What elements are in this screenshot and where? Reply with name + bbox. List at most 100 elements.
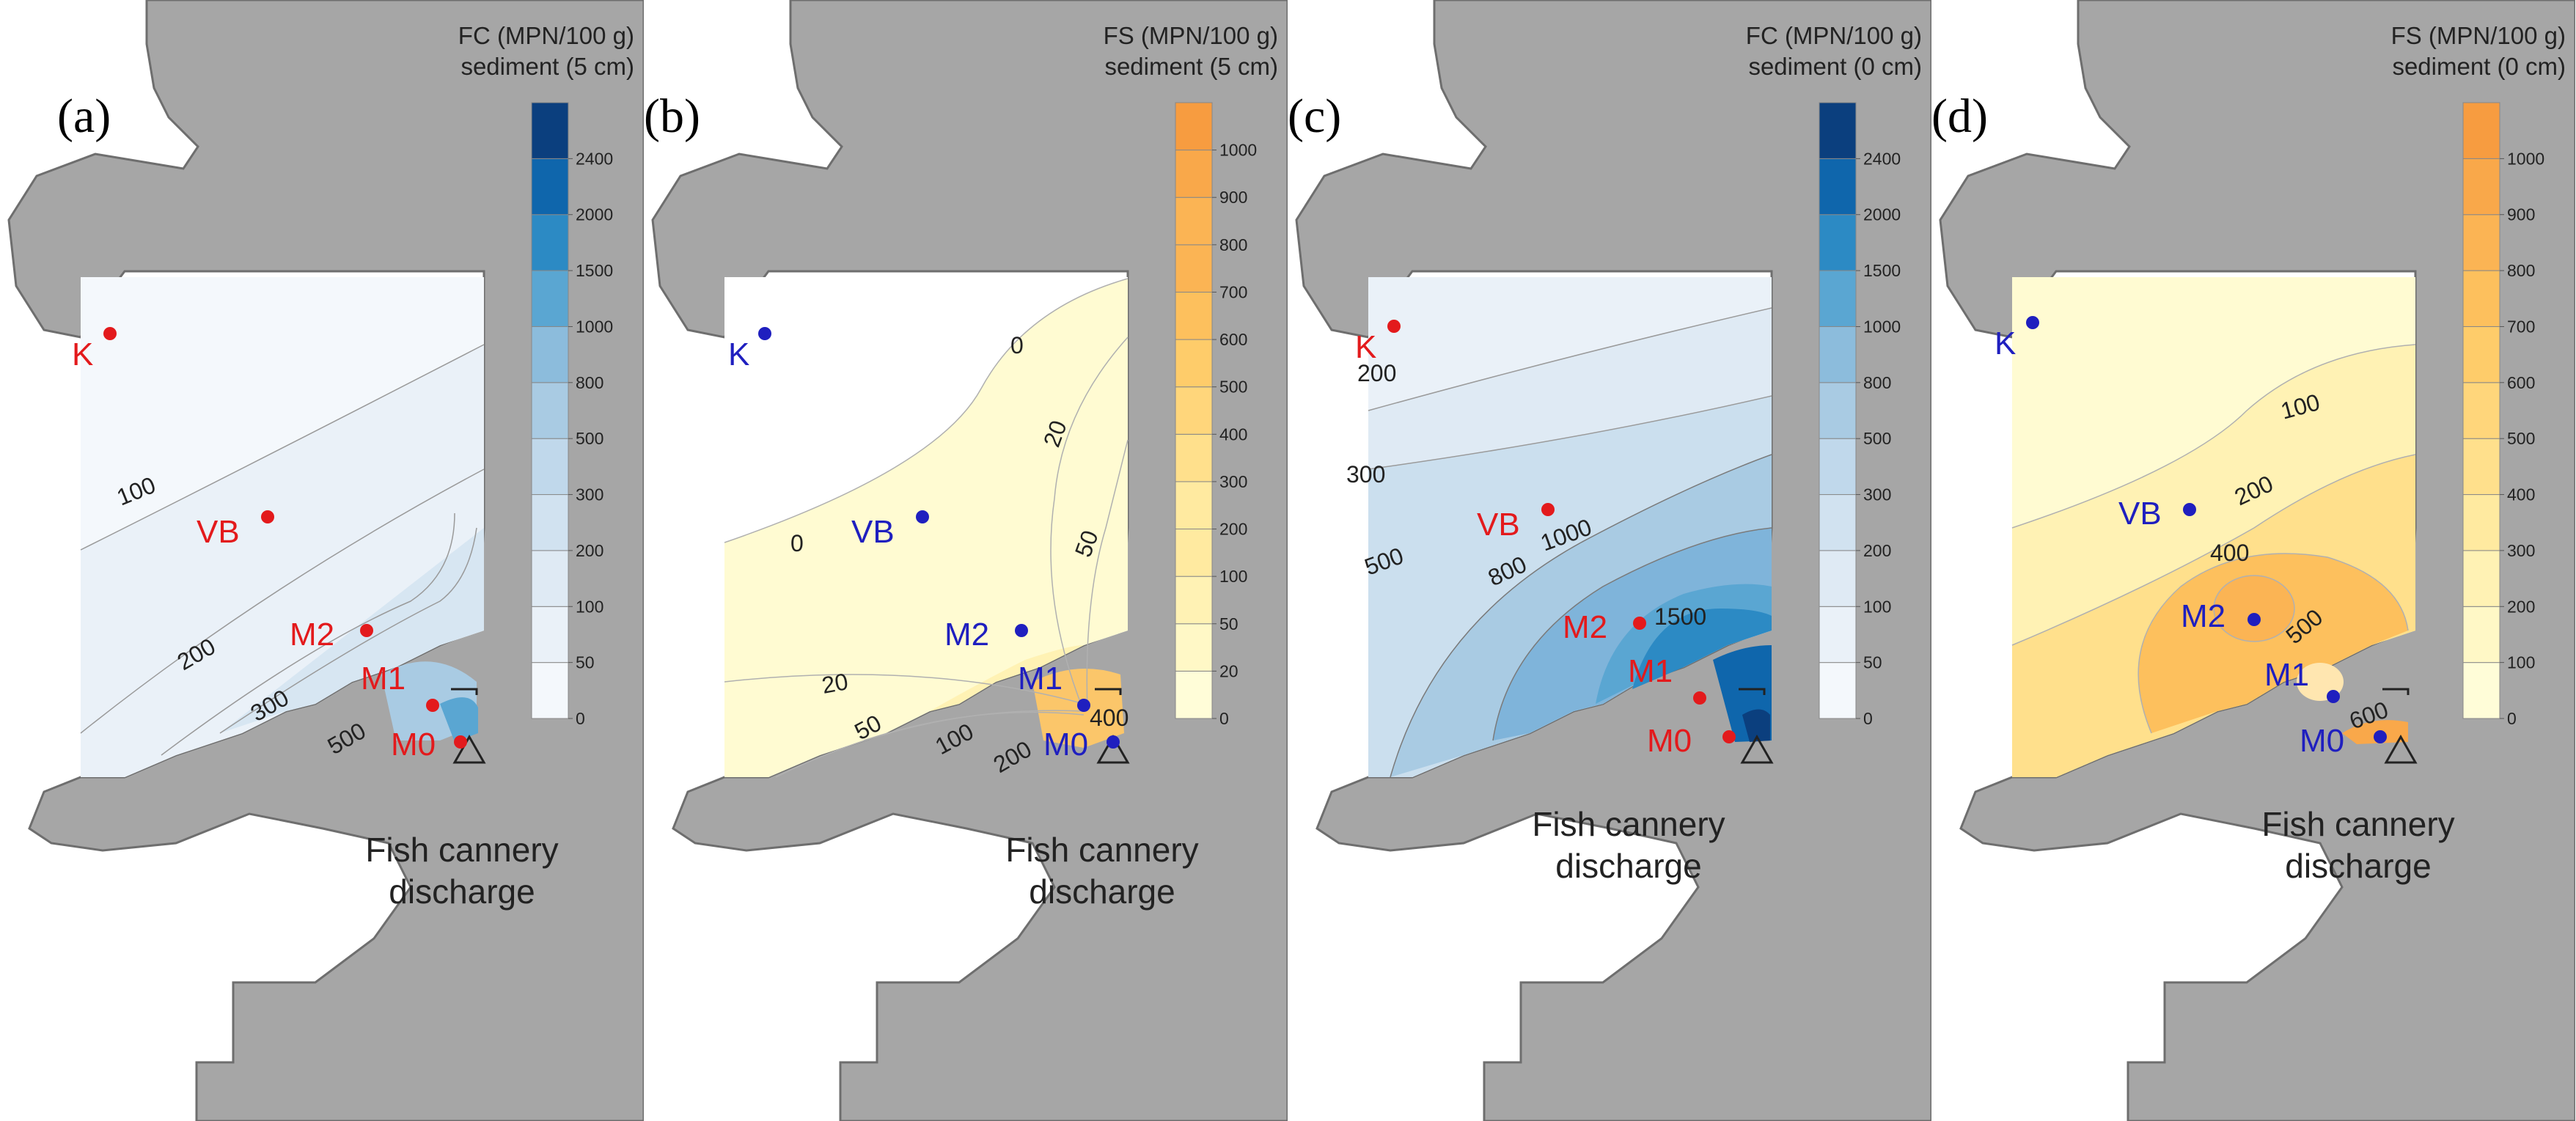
colorbar-band (2462, 438, 2500, 496)
colorbar-tick-label: 300 (2507, 541, 2535, 560)
contour-label: 0 (790, 530, 804, 556)
colorbar-tick-label: 1000 (1219, 141, 1257, 160)
contour-zone-2400 (1742, 709, 1770, 742)
contour-line (1086, 439, 1129, 712)
colorbar-tick-label: 800 (2507, 261, 2535, 280)
station-label-m1: M1 (361, 661, 406, 697)
colorbar-band (2462, 494, 2500, 551)
colorbar-band (1175, 196, 1213, 246)
legend-title-line2: sediment (0 cm) (1748, 53, 1922, 80)
station-marker-m2 (1633, 617, 1646, 630)
contour-line (1368, 307, 1772, 411)
station-label-m0: M0 (1647, 723, 1692, 759)
contour-label: 300 (1346, 461, 1385, 488)
colorbar-tick-label: 100 (1219, 567, 1247, 586)
colorbar-band (531, 382, 569, 439)
contour-zone-600 (2342, 720, 2408, 744)
station-marker-m0 (1722, 730, 1736, 743)
legend-title-line2: sediment (0 cm) (2392, 53, 2566, 80)
station-marker-k (758, 327, 771, 340)
legend-title-line1: FC (MPN/100 g) (1746, 22, 1922, 49)
contour-line (2138, 553, 2409, 734)
colorbar-tick-label: 100 (1863, 597, 1891, 616)
contour-line (80, 468, 485, 734)
colorbar-band (1175, 481, 1213, 530)
colorbar-tick-label: 2000 (576, 205, 613, 224)
contour-label: 20 (820, 668, 850, 699)
station-marker-m0 (1107, 735, 1120, 749)
contour-zone-hot (440, 697, 478, 742)
colorbar-band (531, 214, 569, 271)
colorbar-band (1819, 550, 1857, 607)
outfall-pipe (451, 688, 478, 695)
contour-label: 400 (1090, 705, 1129, 731)
colorbar-band (2462, 158, 2500, 216)
colorbar-band (2462, 326, 2500, 383)
colorbar-band (1819, 158, 1857, 216)
colorbar-band (531, 158, 569, 216)
panel-label: (c) (1288, 89, 1341, 143)
station-marker-m2 (360, 624, 373, 637)
colorbar-tick-label: 100 (576, 597, 603, 616)
colorbar-tick-label: 1000 (2507, 149, 2544, 168)
station-marker-m1 (1077, 699, 1090, 712)
discharge-label-line2: discharge (1555, 847, 1701, 885)
contour-zone-300 (220, 528, 484, 733)
colorbar-band (531, 662, 569, 719)
station-label-m2: M2 (2181, 598, 2225, 634)
colorbar-tick-label: 200 (2507, 597, 2535, 616)
colorbar-band (531, 102, 569, 159)
colorbar-tick-label: 300 (1219, 472, 1247, 491)
station-marker-m2 (2247, 613, 2261, 626)
colorbar-tick-label: 1500 (1863, 261, 1901, 280)
colorbar-tick-label: 2000 (1863, 205, 1901, 224)
colorbar-band (2462, 102, 2500, 159)
contour-line (724, 278, 1129, 543)
contour-line (219, 527, 477, 734)
contour-zone-1500 (1632, 609, 1772, 689)
colorbar-tick-label: 800 (1863, 373, 1891, 392)
colorbar-tick-label: 500 (576, 429, 603, 448)
colorbar-band (1819, 662, 1857, 719)
discharge-label-line2: discharge (1029, 872, 1175, 911)
colorbar-tick-label: 200 (1219, 520, 1247, 539)
station-marker-m2 (1015, 624, 1028, 637)
colorbar-band (1175, 576, 1213, 625)
colorbar-band (2462, 662, 2500, 719)
colorbar-band (1175, 529, 1213, 577)
contour-label: 0 (1010, 332, 1024, 359)
colorbar-band (2462, 550, 2500, 607)
colorbar-band (1819, 494, 1857, 551)
contour-zone-400 (2138, 554, 2408, 733)
station-marker-m1 (1693, 691, 1706, 705)
colorbar-band (1175, 670, 1213, 719)
station-label-k: K (1355, 329, 1376, 365)
discharge-triangle (1740, 734, 1774, 764)
colorbar-tick-label: 50 (1219, 614, 1239, 633)
contour-line (80, 344, 485, 551)
colorbar-tick-label: 500 (1219, 378, 1247, 397)
contour-line (2011, 454, 2416, 646)
colorbar-tick-label: 1000 (576, 317, 613, 336)
contour-zone-500 (2214, 576, 2294, 642)
panel-label: (a) (57, 89, 111, 143)
colorbar-tick-label: 300 (1863, 485, 1891, 504)
legend-title-line1: FC (MPN/100 g) (458, 22, 634, 49)
contour-label: 200 (1357, 360, 1396, 386)
station-marker-m1 (2327, 690, 2340, 703)
legend-title-line2: sediment (5 cm) (460, 53, 634, 80)
colorbar-tick-label: 900 (1219, 188, 1247, 207)
colorbar-band (1819, 382, 1857, 439)
station-label-m2: M2 (944, 617, 989, 653)
contour-line (2213, 575, 2295, 642)
colorbar-band (531, 494, 569, 551)
colorbar-tick-label: 0 (1219, 709, 1229, 728)
station-label-k: K (1995, 326, 2016, 361)
outfall-pipe (1095, 688, 1122, 695)
